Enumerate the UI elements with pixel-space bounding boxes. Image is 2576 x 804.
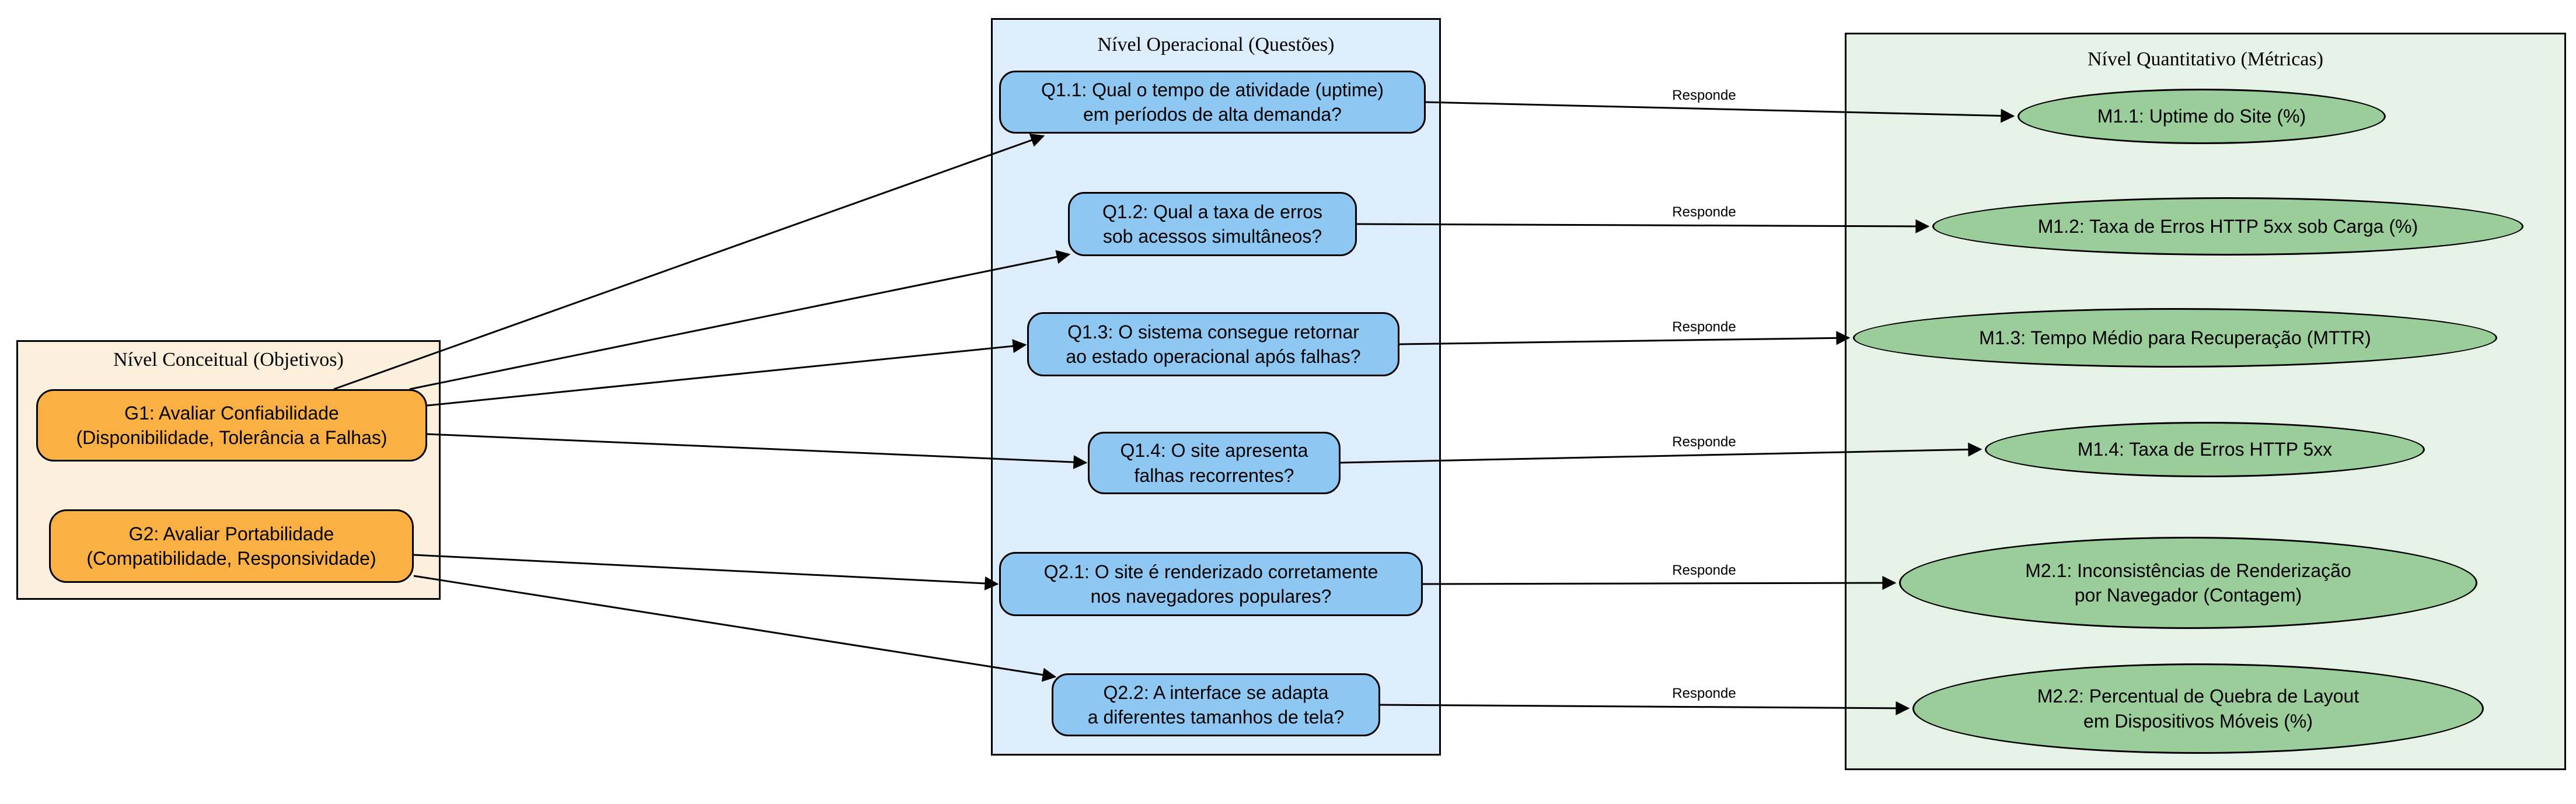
metric-node-m1-2: M1.2: Taxa de Erros HTTP 5xx sob Carga (… bbox=[1932, 197, 2523, 256]
cluster-quantitativo: Nível Quantitativo (Métricas) bbox=[1845, 33, 2566, 770]
edge-label-responde-4: Responde bbox=[1672, 434, 1736, 450]
question-node-q1-2: Q1.2: Qual a taxa de erros sob acessos s… bbox=[1068, 192, 1357, 256]
question-node-q1-1: Q1.1: Qual o tempo de atividade (uptime)… bbox=[999, 71, 1426, 134]
goal-node-g2: G2: Avaliar Portabilidade (Compatibilida… bbox=[49, 509, 414, 583]
metric-node-m1-3: M1.3: Tempo Médio para Recuperação (MTTR… bbox=[1853, 308, 2497, 368]
edge-label-responde-1: Responde bbox=[1672, 88, 1736, 103]
edge-label-responde-3: Responde bbox=[1672, 319, 1736, 335]
cluster-title-quantitativo: Nível Quantitativo (Métricas) bbox=[2087, 48, 2324, 70]
cluster-title-conceitual: Nível Conceitual (Objetivos) bbox=[113, 349, 344, 370]
question-node-q2-1: Q2.1: O site é renderizado corretamente … bbox=[999, 552, 1423, 616]
edge-label-responde-2: Responde bbox=[1672, 204, 1736, 220]
metric-node-m2-1: M2.1: Inconsistências de Renderização po… bbox=[1899, 537, 2477, 629]
cluster-title-operacional: Nível Operacional (Questões) bbox=[1097, 34, 1335, 55]
metric-node-m1-4: M1.4: Taxa de Erros HTTP 5xx bbox=[1985, 422, 2425, 477]
question-node-q1-3: Q1.3: O sistema consegue retornar ao est… bbox=[1027, 312, 1399, 376]
metric-node-m1-1: M1.1: Uptime do Site (%) bbox=[2017, 89, 2386, 144]
edge-label-responde-5: Responde bbox=[1672, 562, 1736, 578]
edge-label-responde-6: Responde bbox=[1672, 686, 1736, 701]
goal-node-g1: G1: Avaliar Confiabilidade (Disponibilid… bbox=[36, 389, 427, 462]
question-node-q1-4: Q1.4: O site apresenta falhas recorrente… bbox=[1088, 432, 1341, 494]
question-node-q2-2: Q2.2: A interface se adapta a diferentes… bbox=[1052, 673, 1380, 736]
metric-node-m2-2: M2.2: Percentual de Quebra de Layout em … bbox=[1912, 663, 2484, 754]
